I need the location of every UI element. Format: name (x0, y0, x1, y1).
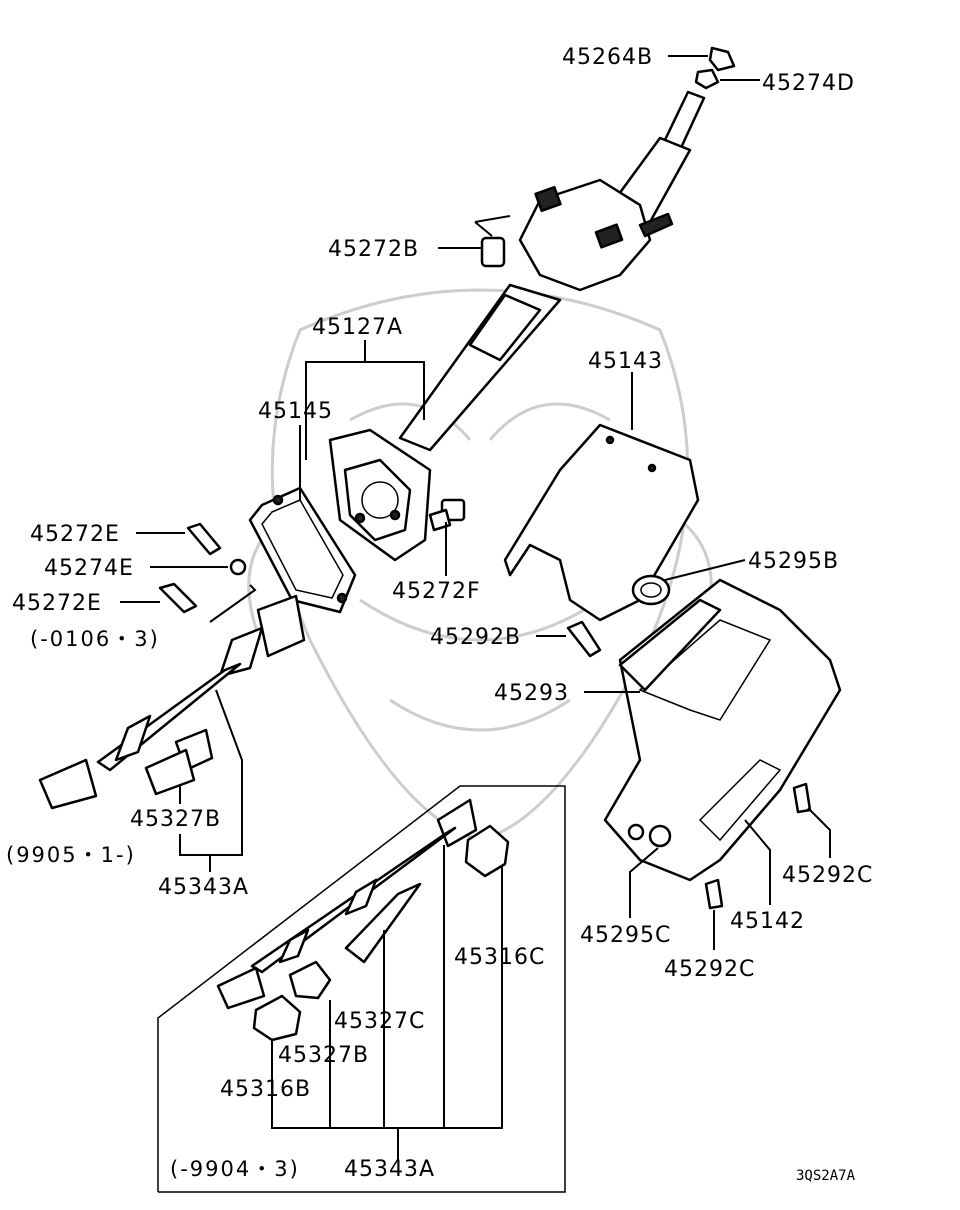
part-labels: 45264B 45274D 45272B 45127A 45143 45145 … (6, 45, 873, 1184)
part-45292C-right (792, 782, 812, 814)
label-45327C: 45327C (334, 1009, 425, 1034)
part-45272E-upper (186, 522, 222, 556)
label-45143: 45143 (588, 349, 663, 374)
date-note-middle: (9905・1-) (6, 843, 136, 867)
part-45293 (618, 598, 722, 692)
label-45343A-lower: 45343A (344, 1157, 435, 1182)
part-45327B-lower (288, 960, 332, 1000)
part-45272B (474, 215, 511, 268)
diagram-code: 3QS2A7A (796, 1168, 856, 1184)
label-45292C-right: 45292C (782, 863, 873, 888)
label-45272E-upper: 45272E (30, 522, 120, 547)
part-45142 (603, 578, 842, 882)
label-45295B: 45295B (748, 549, 839, 574)
part-45343A-upper-shaft (38, 594, 306, 810)
label-45293: 45293 (494, 681, 569, 706)
label-45127A: 45127A (312, 315, 403, 340)
part-45143 (503, 423, 700, 622)
part-45327C (344, 882, 422, 964)
date-note-upper: (-0106・3) (30, 627, 160, 651)
label-45272E-lower: 45272E (12, 591, 102, 616)
part-45292B (566, 620, 602, 658)
date-note-lower: (-9904・3) (170, 1157, 300, 1181)
label-45327B-upper: 45327B (130, 807, 221, 832)
label-45264B: 45264B (562, 45, 653, 70)
label-45316C: 45316C (454, 945, 545, 970)
part-45295B (631, 574, 671, 606)
part-45274E (229, 558, 247, 576)
part-45264B (708, 46, 736, 72)
part-45274D (694, 68, 720, 90)
part-45272E-lower (158, 582, 198, 614)
label-45343A-upper: 45343A (158, 875, 249, 900)
leader-lines (120, 55, 831, 1193)
part-45327B-upper (144, 728, 214, 796)
label-45274E: 45274E (44, 556, 134, 581)
label-45145: 45145 (258, 399, 333, 424)
label-45327B-lower: 45327B (278, 1043, 369, 1068)
part-45343A-lower-shaft (216, 798, 478, 1010)
label-45292C-lower: 45292C (664, 957, 755, 982)
part-45316B (252, 994, 302, 1042)
part-45316C (464, 824, 510, 878)
label-45295C: 45295C (580, 923, 671, 948)
label-45316B: 45316B (220, 1077, 311, 1102)
steering-column (328, 90, 706, 562)
label-45272F: 45272F (392, 579, 481, 604)
label-45292B: 45292B (430, 625, 521, 650)
label-45272B: 45272B (328, 237, 419, 262)
label-45142: 45142 (730, 909, 805, 934)
part-45292C-lower (704, 878, 724, 910)
label-45274D: 45274D (762, 71, 855, 96)
